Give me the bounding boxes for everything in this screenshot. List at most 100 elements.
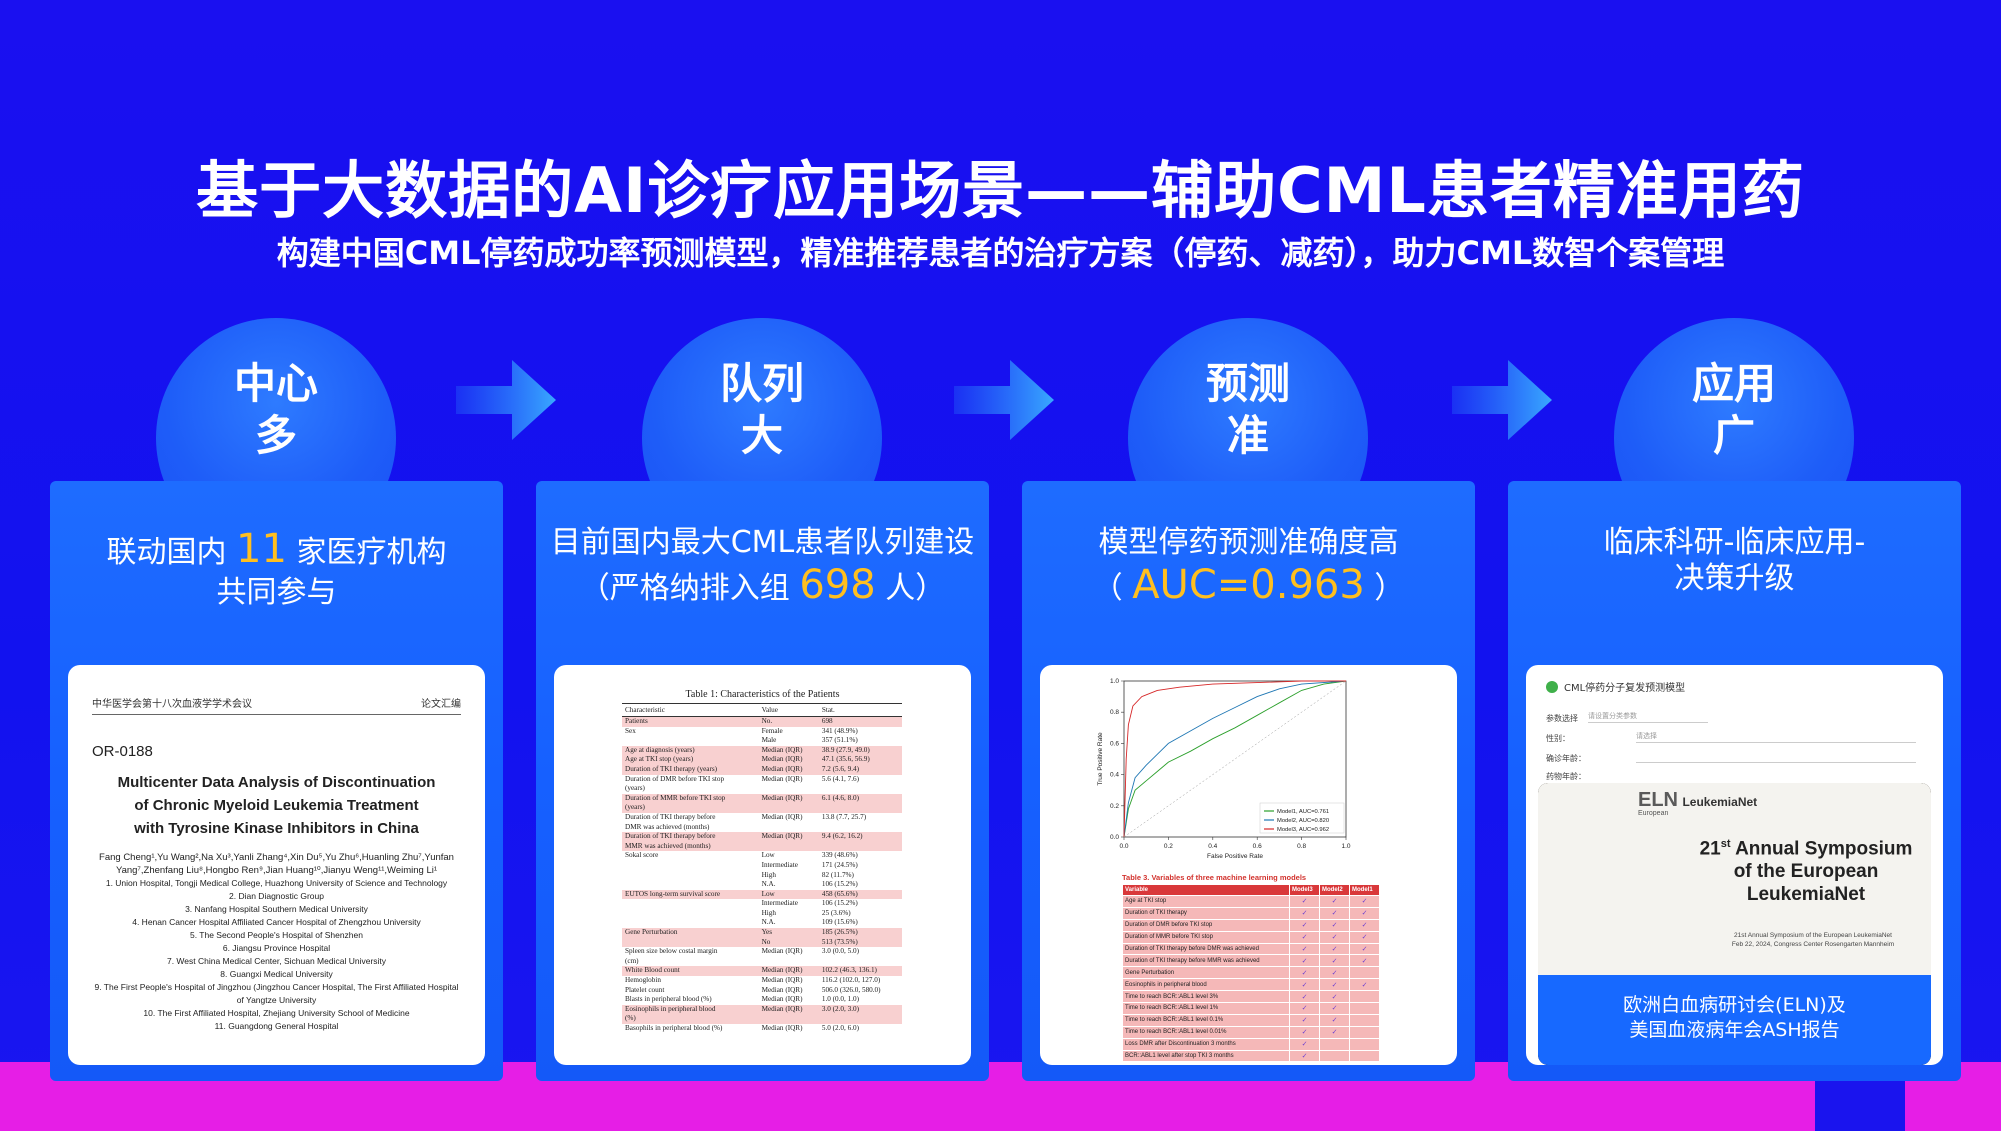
table-cell: 82 (11.7%) bbox=[821, 870, 854, 879]
table-cell: DMR was achieved (months) bbox=[625, 822, 710, 831]
affiliation: 2. Dian Diagnostic Group bbox=[229, 891, 324, 901]
check-cell bbox=[1349, 966, 1380, 980]
affiliation: 7. West China Medical Center, Sichuan Me… bbox=[166, 956, 387, 966]
check-cell: ✓ bbox=[1319, 906, 1350, 920]
affiliation: 11. Guangdong General Hospital bbox=[214, 1021, 339, 1031]
table-cell bbox=[622, 880, 759, 890]
table-cell bbox=[818, 841, 902, 852]
sex-label: 性别： bbox=[1546, 734, 1570, 743]
table-cell bbox=[622, 899, 759, 909]
card-multicenter: 联动国内 11 家医疗机构 共同参与 中华医学会第十八次血液学学术会议 论文汇编… bbox=[50, 481, 503, 1081]
patient-table-image: Table 1: Characteristics of the Patients… bbox=[554, 665, 971, 1065]
title-ordinal: st bbox=[1720, 838, 1731, 850]
table-cell: (years) bbox=[622, 803, 759, 813]
table-cell: 6.1 (4.6, 8.0) bbox=[818, 793, 902, 804]
age-field[interactable] bbox=[1636, 751, 1916, 763]
variable-cell: Time to reach BCR::ABL1 level 0.01% bbox=[1122, 1025, 1290, 1039]
check-cell: ✓ bbox=[1289, 930, 1320, 944]
table-row: BCR::ABL1 level after stop TKI 3 months✓ bbox=[1122, 1049, 1380, 1063]
param-label: 参数选择 bbox=[1546, 714, 1578, 723]
check-cell: ✓ bbox=[1289, 954, 1320, 968]
table-header: Value bbox=[758, 703, 819, 717]
card-heading: 模型停药预测准确度高 bbox=[1098, 525, 1399, 560]
table-cell: 25 (3.6%) bbox=[821, 908, 851, 917]
table-caption: Table 3. Variables of three machine lear… bbox=[1122, 873, 1307, 882]
table-cell bbox=[622, 918, 759, 928]
check-cell: ✓ bbox=[1289, 1002, 1320, 1015]
table-row: (years) bbox=[622, 803, 902, 813]
table-cell bbox=[758, 803, 819, 813]
table-cell: EUTOS long-term survival score bbox=[622, 889, 759, 900]
table-cell: N.A. bbox=[761, 918, 776, 927]
variable-cell: Duration of MMR before TKI stop bbox=[1122, 930, 1290, 944]
title-number: 21 bbox=[1699, 838, 1721, 860]
table-cell: Median (IQR) bbox=[758, 832, 819, 842]
legend-label: Model3, AUC=0.962 bbox=[1277, 827, 1329, 833]
table-cell: 109 (15.6%) bbox=[821, 918, 858, 927]
application-screenshot: CML停药分子复发预测模型 参数选择 请设置分类参数 性别： 请选择 确诊年龄：… bbox=[1526, 665, 1943, 1065]
paper-title-line: of Chronic Myeloid Leukemia Treatment bbox=[134, 797, 419, 814]
paper-abstract-image: 中华医学会第十八次血液学学术会议 论文汇编 OR-0188 Multicente… bbox=[68, 665, 485, 1065]
app-title: CML停药分子复发预测模型 bbox=[1564, 683, 1686, 694]
heading-text: 人） bbox=[885, 571, 946, 606]
table-cell: Hemoglobin bbox=[625, 976, 661, 985]
table-cell: No bbox=[758, 937, 819, 948]
table-cell: Duration of TKI therapy (years) bbox=[622, 764, 759, 775]
table-row: DMR was achieved (months) bbox=[622, 823, 902, 833]
subtitle-line: Feb 22, 2024, Congress Center Rosengarte… bbox=[1731, 941, 1895, 948]
highlight-number: AUC=0.963 bbox=[1132, 562, 1365, 608]
table-cell bbox=[818, 803, 902, 813]
table-header: Characteristic bbox=[622, 703, 759, 717]
table-cell: High bbox=[761, 870, 776, 879]
table-cell: Median (IQR) bbox=[761, 1024, 803, 1032]
check-cell: ✓ bbox=[1349, 906, 1380, 920]
affiliation: 5. The Second People's Hospital of Shenz… bbox=[189, 930, 363, 940]
age-label: 确诊年龄： bbox=[1546, 754, 1586, 763]
check-cell: ✓ bbox=[1349, 978, 1380, 992]
param-select[interactable]: 请设置分类参数 bbox=[1588, 711, 1708, 723]
title-line: of the European bbox=[1733, 861, 1879, 883]
table-row: N.A. 109 (15.6%) bbox=[622, 918, 902, 928]
table-row: Time to reach BCR::ABL1 level 3%✓✓ bbox=[1122, 990, 1380, 1004]
affiliation: 4. Henan Cancer Hospital Affiliated Canc… bbox=[132, 917, 421, 927]
circle-label-2: 多 bbox=[254, 411, 297, 460]
table-cell: (cm) bbox=[625, 956, 639, 965]
caption-line: 欧洲白血病研讨会(ELN)及 bbox=[1623, 994, 1846, 1016]
check-cell bbox=[1349, 1037, 1380, 1051]
table-cell: Median (IQR) bbox=[761, 976, 803, 985]
table-cell: 698 bbox=[818, 716, 902, 727]
table-cell bbox=[622, 937, 759, 948]
x-tick-label: 0.6 bbox=[1253, 843, 1262, 850]
check-cell: ✓ bbox=[1349, 895, 1380, 908]
table-cell: 506.0 (326.0, 580.0) bbox=[821, 985, 881, 994]
variable-cell: Age at TKI stop bbox=[1122, 895, 1290, 908]
table-cell bbox=[819, 784, 902, 794]
table-cell: No. bbox=[758, 716, 819, 727]
variable-cell: Time to reach BCR::ABL1 level 0.1% bbox=[1122, 1013, 1290, 1027]
symposium-title: 21st Annual Symposium of the European Le… bbox=[1676, 833, 1931, 906]
title-line: Annual Symposium bbox=[1735, 838, 1913, 860]
check-cell bbox=[1319, 1037, 1350, 1051]
table-cell bbox=[759, 957, 819, 967]
check-cell: ✓ bbox=[1349, 942, 1380, 956]
table-row: Basophils in peripheral blood (%)Median … bbox=[622, 1024, 902, 1034]
table-row: Eosinophils in peripheral blood✓✓✓ bbox=[1122, 978, 1380, 992]
paper-title: Multicenter Data Analysis of Discontinua… bbox=[68, 771, 485, 840]
table-header: Model2 bbox=[1319, 884, 1350, 896]
table-row: Time to reach BCR::ABL1 level 0.01%✓✓ bbox=[1122, 1025, 1380, 1039]
table-row: Age at TKI stop (years)Median (IQR)47.1 … bbox=[622, 755, 902, 765]
variables-table: Variable Model3 Model2 Model1 Age at TKI… bbox=[1122, 884, 1380, 1063]
table-cell: Eosinophils in peripheral blood bbox=[622, 1004, 759, 1015]
leaf-logo-icon bbox=[1546, 680, 1558, 693]
sex-select[interactable]: 请选择 bbox=[1636, 731, 1916, 743]
table-cell bbox=[819, 823, 902, 833]
symposium-photo: ELN LeukemiaNet European 21st Annual Sym… bbox=[1538, 783, 1931, 1065]
